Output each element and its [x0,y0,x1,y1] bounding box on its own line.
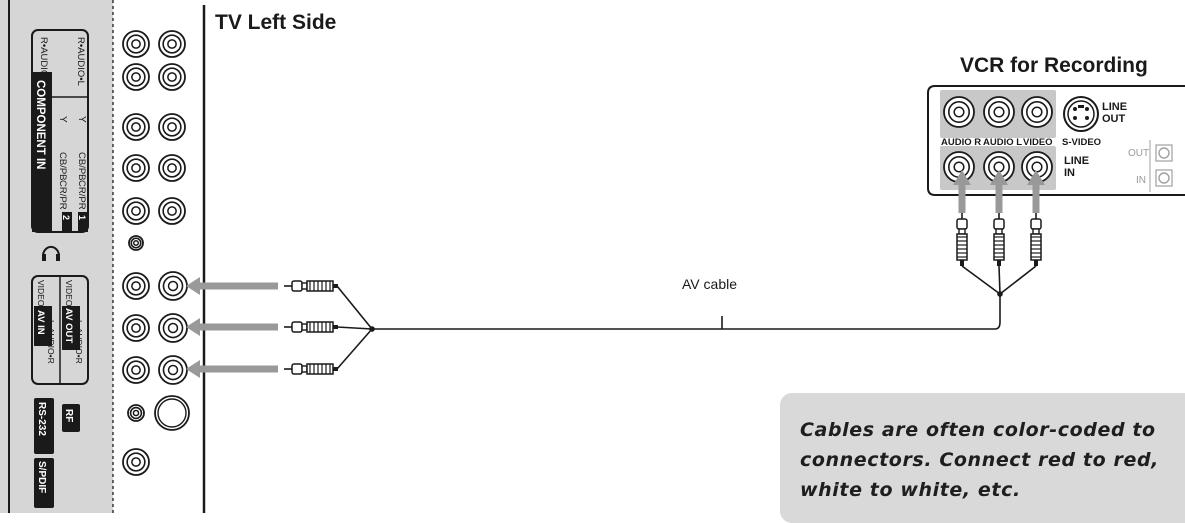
tv-av-jack [122,356,150,384]
tv-rf-jack [154,395,190,431]
tv-av-jack [158,355,188,385]
tv-jack [158,113,186,141]
vcr-out-label: OUT [1128,148,1149,159]
tip-note: Cables are often color-coded to connecto… [780,393,1185,523]
vcr-title: VCR for Recording [960,54,1148,77]
vcr-line-out-jack [983,96,1015,128]
vcr-line-out-1: LINE [1102,101,1127,113]
tv-jack [122,113,150,141]
tv-jack [122,63,150,91]
label-num-2: 2 [61,215,71,220]
label-av-in: AV IN [35,310,46,335]
rca-plug [1027,170,1045,266]
label-l-audio-r-in: L•AUDIO•R [46,320,56,364]
tv-plugs [186,277,338,378]
label-video-in: VIDEO [36,280,46,307]
vcr-line-out-2: OUT [1102,113,1126,125]
rca-plug [990,170,1008,266]
tv-small-jack [127,404,145,422]
rca-plug [186,318,338,336]
vcr-video-label: VIDEO [1023,137,1053,148]
tv-jack [122,197,150,225]
rf-label-bg [62,404,80,432]
vcr-line-out-jack [1021,96,1053,128]
label-r-audio-l-1: R•AUDIO•L [75,37,86,86]
rca-plug [186,277,338,295]
tv-jack [158,63,186,91]
label-spdif: S/PDIF [36,461,47,493]
tv-jack [158,154,186,182]
label-cr-pr-1: CR/PR [76,180,87,210]
label-av-out: AV OUT [63,308,74,343]
tv-title: TV Left Side [215,11,336,34]
vcr-s-video-label: S-VIDEO [1062,137,1101,148]
label-num-1: 1 [77,215,87,220]
headphone-icon [42,245,60,261]
s-video-jack-icon [1063,96,1099,132]
tv-jack [122,30,150,58]
tv-av-jack [158,313,188,343]
vcr-rf-out-jack [1155,144,1173,162]
label-y-1: Y [76,116,87,123]
label-component-in: COMPONENT IN [34,80,46,169]
av-cable [336,265,1037,370]
tv-jack [158,197,186,225]
label-cr-pr-2: CR/PR [57,180,68,210]
tip-line-3: white to white, etc. [800,479,1021,501]
tv-av-jack [122,314,150,342]
label-r-audio-l-2: R•AUDIO•L [38,37,49,86]
cable-label: AV cable [682,276,737,292]
component-in-label-bg [32,72,52,232]
tv-headphone-jack [128,235,144,251]
tv-av-jack [158,271,188,301]
vcr-line-in-jack [983,151,1015,183]
label-rf: RF [63,409,74,422]
rs232-label-bg [34,398,54,454]
label-rs232: RS-232 [36,402,47,436]
tip-line-2: connectors. Connect red to red, [800,449,1159,471]
vcr-line-out-jack [943,96,975,128]
vcr-in-label: IN [1136,175,1146,186]
tv-side-panel [0,0,206,513]
label-video-out: VIDEO [64,280,74,307]
label-cb-pb-1: CB/PB [76,152,87,181]
spdif-label-bg [34,458,54,508]
tip-line-1: Cables are often color-coded to [800,419,1156,441]
rca-plug [953,170,971,266]
vcr-line-in-1: LINE [1064,155,1089,167]
label-cb-pb-2: CB/PB [57,152,68,181]
vcr-line-in-2: IN [1064,167,1075,179]
tv-jack [122,154,150,182]
tv-av-jack [122,272,150,300]
rca-plug [186,360,338,378]
tv-jack [158,30,186,58]
vcr-audio-r-label: AUDIO R [941,137,981,148]
label-l-audio-r-out: L•AUDIO•R [74,320,84,364]
tv-spdif-jack [122,448,150,476]
vcr-audio-l-label: AUDIO L [983,137,1022,148]
vcr-rf-in-jack [1155,169,1173,187]
tv-jacks [122,30,190,476]
vcr-plugs [953,170,1045,266]
vcr-jacks [943,96,1173,187]
label-y-2: Y [57,116,68,123]
